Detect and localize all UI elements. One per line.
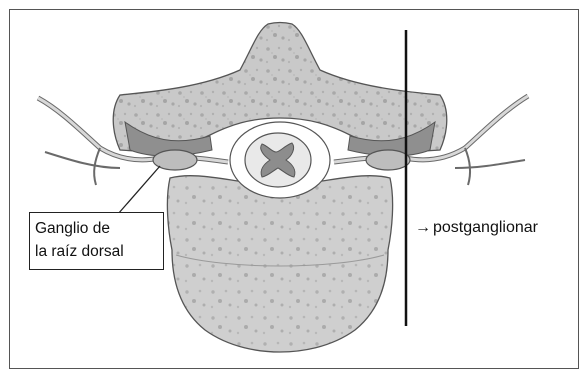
postganglionic-label: →postganglionar bbox=[415, 218, 538, 238]
postganglionic-label-text: postganglionar bbox=[433, 219, 538, 236]
ganglion-pointer-line bbox=[118, 166, 160, 214]
ganglion-label-line-2: la raíz dorsal bbox=[35, 240, 159, 263]
arrow-right-icon: → bbox=[415, 218, 431, 238]
ganglion-label-line-1: Ganglio de bbox=[35, 217, 159, 240]
dorsal-root-ganglion-right bbox=[366, 150, 410, 170]
vertebral-body bbox=[167, 176, 392, 352]
ganglion-label-box: Ganglio de la raíz dorsal bbox=[29, 212, 164, 270]
